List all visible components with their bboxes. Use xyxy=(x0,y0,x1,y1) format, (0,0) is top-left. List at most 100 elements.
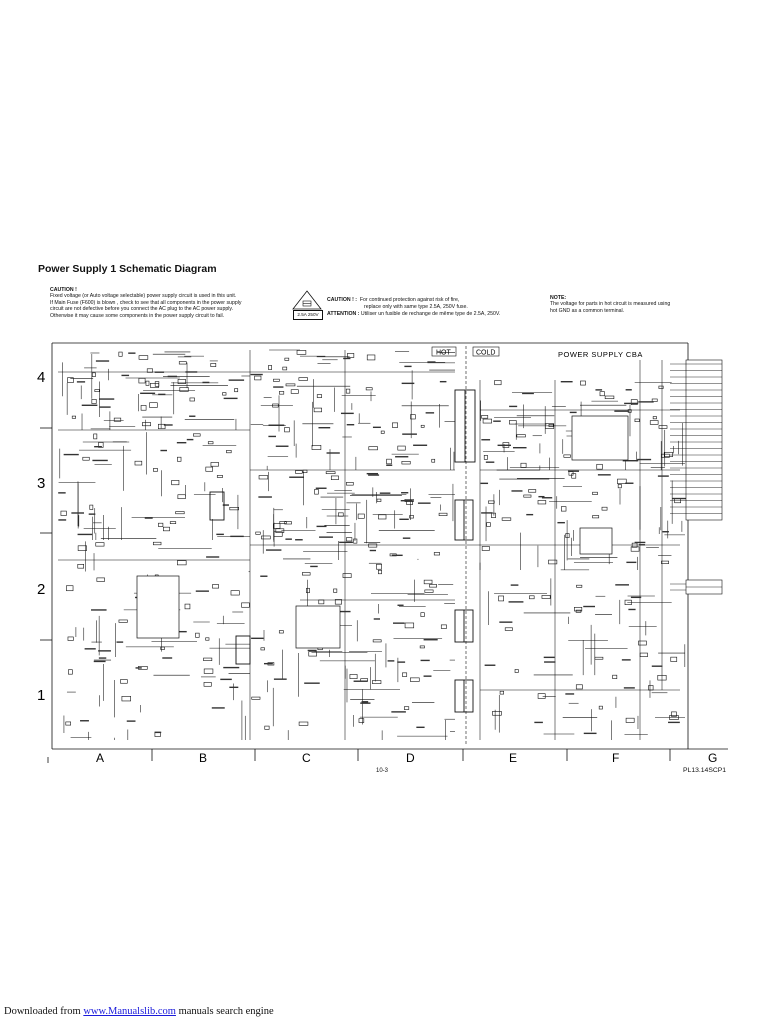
part-label xyxy=(315,487,327,489)
part-label xyxy=(160,449,168,452)
part-label xyxy=(251,637,264,640)
component xyxy=(528,489,537,493)
component xyxy=(203,668,214,674)
component xyxy=(630,546,640,552)
component xyxy=(273,531,283,537)
component xyxy=(203,657,213,661)
manualslib-link[interactable]: www.Manualslib.com xyxy=(83,1006,176,1017)
part-label xyxy=(420,659,430,662)
component xyxy=(230,590,240,596)
part-label xyxy=(88,513,96,515)
component xyxy=(599,391,605,397)
part-label xyxy=(399,518,409,520)
component xyxy=(149,402,158,408)
part-label xyxy=(625,482,634,484)
caution-line: circuit are not defective before you con… xyxy=(50,306,234,313)
part-label xyxy=(140,392,156,395)
part-label xyxy=(614,410,630,412)
component xyxy=(541,595,551,599)
part-label xyxy=(372,426,381,429)
component xyxy=(612,674,618,679)
part-label xyxy=(250,373,263,376)
part-label xyxy=(497,444,511,447)
cold-label: COLD xyxy=(476,350,495,357)
component xyxy=(94,389,101,392)
part-label xyxy=(509,405,518,408)
component xyxy=(278,391,285,395)
component xyxy=(153,468,158,472)
component xyxy=(617,478,627,484)
component xyxy=(504,627,513,631)
component xyxy=(529,595,535,600)
component xyxy=(179,387,189,392)
component xyxy=(282,366,288,371)
component xyxy=(353,538,358,544)
component xyxy=(189,397,195,402)
component xyxy=(516,434,526,438)
component xyxy=(575,684,583,690)
component xyxy=(401,461,411,465)
part-label xyxy=(58,492,66,494)
component xyxy=(429,584,437,588)
attention-text: Utiliser un fusible de rechange de même … xyxy=(360,311,501,318)
part-label xyxy=(360,702,371,704)
connector-pins xyxy=(670,363,722,591)
part-label xyxy=(480,482,489,485)
part-label xyxy=(98,657,107,659)
component xyxy=(77,545,87,551)
component xyxy=(260,647,265,651)
component xyxy=(365,387,373,391)
component xyxy=(499,690,504,695)
part-label xyxy=(285,538,292,540)
part-label xyxy=(91,609,107,611)
part-label xyxy=(273,678,287,680)
component xyxy=(604,395,615,400)
part-label xyxy=(158,393,166,396)
part-label xyxy=(228,379,245,381)
part-label xyxy=(557,521,565,524)
part-label xyxy=(423,639,438,641)
component xyxy=(520,462,527,468)
component xyxy=(561,506,567,512)
component xyxy=(142,422,151,427)
component xyxy=(652,416,657,420)
column-label: B xyxy=(199,751,207,765)
component xyxy=(357,513,365,519)
part-label xyxy=(154,731,162,734)
part-label xyxy=(163,424,173,426)
component xyxy=(601,506,608,511)
part-label xyxy=(567,470,580,472)
component xyxy=(334,599,342,605)
component xyxy=(481,546,490,551)
part-label xyxy=(135,667,142,669)
caution-text-line: For continued protection against risk of… xyxy=(359,297,460,303)
part-label xyxy=(369,549,377,552)
part-label xyxy=(195,590,209,592)
part-label xyxy=(560,381,573,383)
component xyxy=(203,682,212,687)
component xyxy=(648,685,654,691)
component xyxy=(273,378,280,382)
part-label xyxy=(337,610,351,613)
page-number: 10-3 xyxy=(376,768,389,774)
component xyxy=(222,392,227,396)
component xyxy=(154,381,160,387)
component xyxy=(71,415,76,419)
component xyxy=(537,693,546,699)
component xyxy=(410,677,420,682)
part-label xyxy=(167,375,178,378)
component xyxy=(368,543,378,548)
measurement-note: NOTE: The voltage for parts in hot circu… xyxy=(550,295,700,314)
part-label xyxy=(318,427,331,429)
part-label xyxy=(220,678,232,681)
component xyxy=(624,599,632,605)
part-label xyxy=(569,411,577,414)
component xyxy=(410,414,416,420)
part-label xyxy=(668,721,680,724)
part-label xyxy=(526,513,534,516)
part-label xyxy=(615,584,629,586)
part-label xyxy=(223,666,240,669)
component xyxy=(661,560,669,564)
part-label xyxy=(402,433,417,435)
part-label xyxy=(393,622,405,624)
